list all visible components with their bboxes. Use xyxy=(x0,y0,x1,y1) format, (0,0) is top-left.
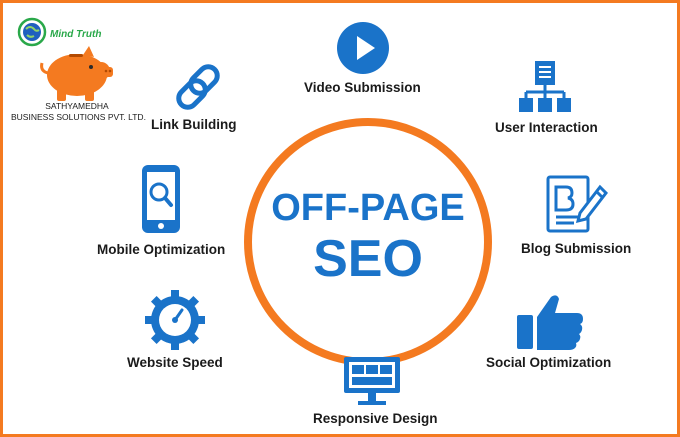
brand-name: Mind Truth xyxy=(50,29,102,40)
chain-link-icon xyxy=(176,64,220,110)
center-title-line2: SEO xyxy=(313,230,423,288)
center-title-line1: OFF-PAGE xyxy=(271,187,465,229)
label-social-optimization: Social Optimization xyxy=(486,355,612,370)
company-name-line2: BUSINESS SOLUTIONS PVT. LTD. xyxy=(11,112,146,122)
company-name-line1: SATHYAMEDHA xyxy=(45,101,109,111)
label-mobile-optimization: Mobile Optimization xyxy=(97,242,226,257)
label-blog-submission: Blog Submission xyxy=(521,241,632,256)
smartphone-search-icon xyxy=(142,165,180,233)
label-website-speed: Website Speed xyxy=(127,355,223,370)
label-user-interaction: User Interaction xyxy=(495,120,598,135)
label-link-building: Link Building xyxy=(151,117,237,132)
label-video-submission: Video Submission xyxy=(304,80,421,95)
monitor-icon xyxy=(344,357,400,405)
speedometer-gear-icon xyxy=(145,290,205,350)
org-chart-icon xyxy=(519,61,571,112)
piggy-bank-icon xyxy=(40,46,113,101)
globe-icon xyxy=(17,17,47,47)
label-responsive-design: Responsive Design xyxy=(313,411,438,426)
thumbs-up-icon xyxy=(517,295,583,350)
blog-document-icon xyxy=(546,175,608,233)
play-icon xyxy=(337,22,389,74)
